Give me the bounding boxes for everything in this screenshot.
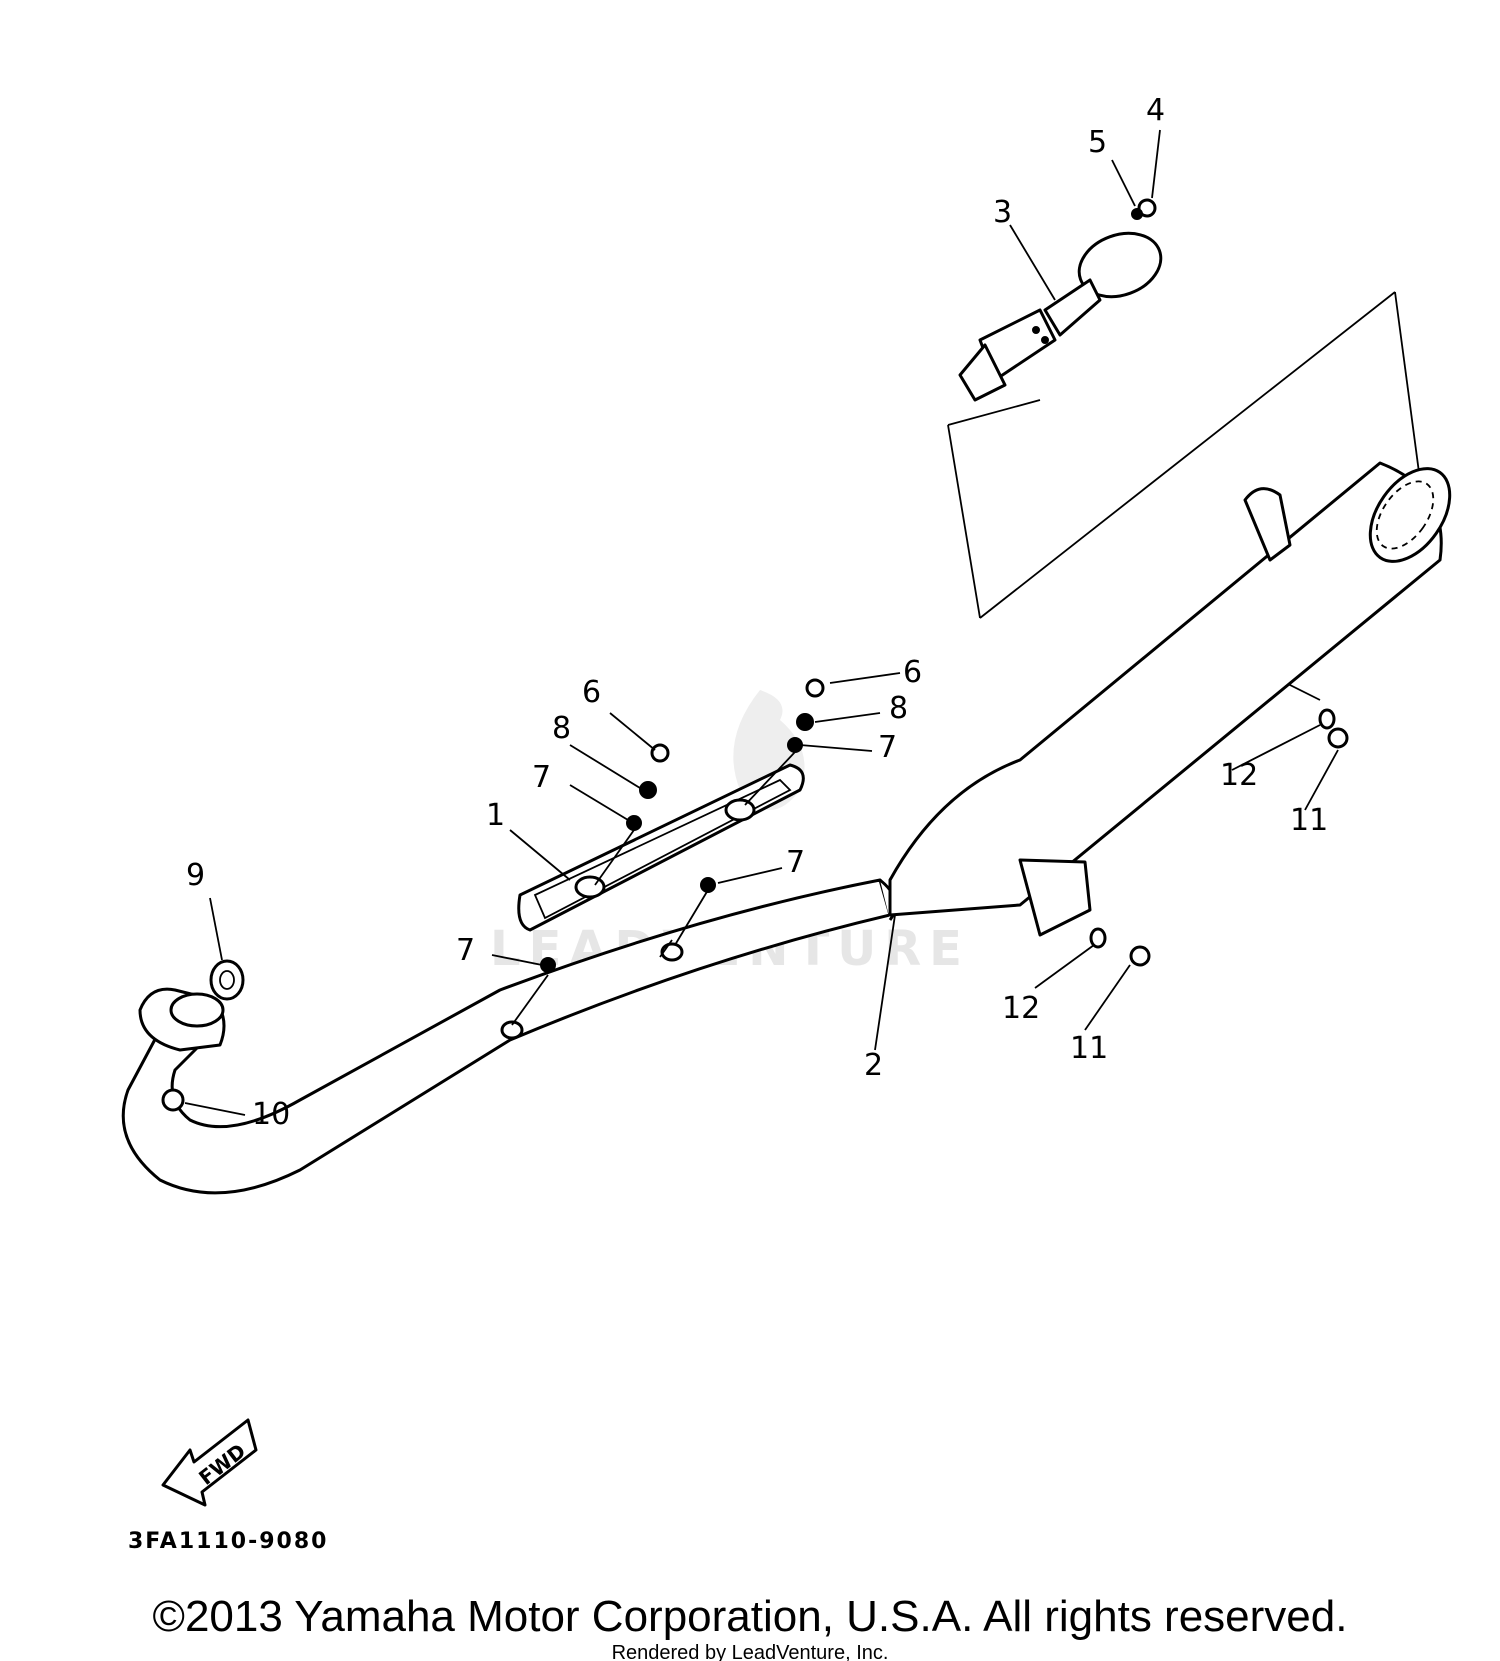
fwd-arrow-icon: FWD — [161, 1418, 258, 1507]
callout-4: 4 — [1146, 93, 1165, 128]
washer-8b — [796, 713, 814, 731]
copyright-notice: ©2013 Yamaha Motor Corporation, U.S.A. A… — [152, 1592, 1348, 1641]
callout-12a: 12 — [1220, 758, 1258, 793]
callout-7b: 7 — [878, 730, 897, 765]
grommet-7b — [787, 737, 803, 753]
grommet-7d — [540, 957, 556, 973]
callout-12b: 12 — [1002, 991, 1040, 1026]
screw-6a — [650, 743, 670, 763]
callout-5: 5 — [1088, 125, 1107, 160]
callout-3: 3 — [993, 195, 1012, 230]
hardware — [161, 198, 1349, 1112]
leader-lines — [184, 129, 1339, 1116]
washer-5 — [1131, 208, 1143, 220]
callout-8b: 8 — [889, 691, 908, 726]
callout-7d: 7 — [456, 933, 475, 968]
bolt-4 — [1137, 198, 1157, 218]
silencer-insert — [958, 231, 1163, 402]
callout-8a: 8 — [552, 711, 571, 746]
rendered-by-notice: Rendered by LeadVenture, Inc. — [611, 1642, 889, 1661]
muffler — [888, 461, 1452, 937]
washer-12a — [1318, 708, 1336, 730]
callout-6b: 6 — [903, 655, 922, 690]
washer-12b — [1089, 927, 1107, 949]
callouts: 1 2 3 4 5 6 6 7 7 7 7 8 8 9 10 11 11 12 … — [186, 93, 1328, 1132]
screw-6b — [805, 678, 825, 698]
callout-2: 2 — [864, 1048, 883, 1083]
callout-7c: 7 — [786, 845, 805, 880]
gasket-9 — [209, 959, 245, 1001]
diagram-code: 3FA1110-9080 — [128, 1529, 328, 1554]
callout-11b: 11 — [1070, 1031, 1108, 1066]
callout-11a: 11 — [1290, 803, 1328, 838]
callout-10: 10 — [252, 1097, 290, 1132]
callout-6a: 6 — [582, 675, 601, 710]
bolt-11b — [1129, 945, 1151, 967]
washer-8a — [639, 781, 657, 799]
grommet-7c — [700, 877, 716, 893]
callout-7a: 7 — [532, 760, 551, 795]
grommet-7a — [626, 815, 642, 831]
callout-1: 1 — [486, 798, 505, 833]
heat-protector — [517, 763, 805, 932]
nut-10 — [161, 1088, 185, 1112]
bolt-11a — [1327, 727, 1349, 749]
callout-9: 9 — [186, 858, 205, 893]
